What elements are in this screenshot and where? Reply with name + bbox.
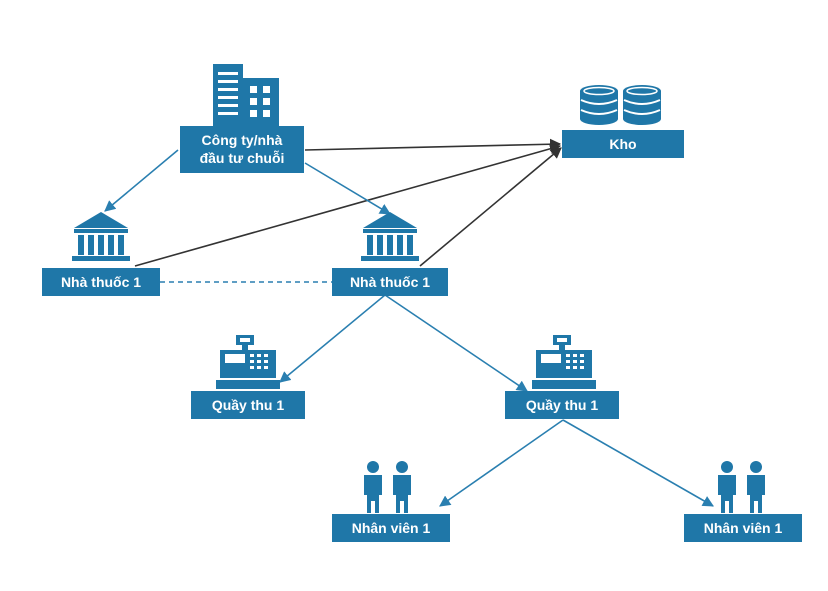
edge-pharmacy-counter-center xyxy=(384,294,528,392)
database-icon xyxy=(580,85,661,125)
people-icon xyxy=(718,461,765,513)
staff-right-label: Nhân viên 1 xyxy=(704,520,783,536)
edge-counter-staff-left xyxy=(439,419,564,507)
pharmacy-center-box xyxy=(332,268,448,296)
pharmacy-left-label: Nhà thuốc 1 xyxy=(61,274,141,290)
node-warehouse: Kho xyxy=(562,85,684,158)
node-counter-center: Quầy thu 1 xyxy=(505,335,619,419)
staff-left-box xyxy=(332,514,450,542)
people-icon xyxy=(364,461,411,513)
node-company: Công ty/nhà đầu tư chuỗi xyxy=(180,64,304,173)
node-pharmacy-center: Nhà thuốc 1 xyxy=(332,212,448,296)
edge-company-warehouse xyxy=(304,138,562,151)
cash-register-icon xyxy=(532,335,596,389)
company-label-line2: đầu tư chuỗi xyxy=(200,150,285,166)
counter-center-box xyxy=(505,391,619,419)
building-icon xyxy=(213,64,279,126)
node-pharmacy-left: Nhà thuốc 1 xyxy=(42,212,160,296)
counter-left-box xyxy=(191,391,305,419)
bank-icon xyxy=(72,212,130,261)
counter-center-label: Quầy thu 1 xyxy=(526,397,599,413)
bank-icon xyxy=(361,212,419,261)
edges xyxy=(104,138,714,507)
company-label-line1: Công ty/nhà xyxy=(202,132,283,148)
edge-pharmacy-center-warehouse xyxy=(419,147,562,267)
warehouse-label: Kho xyxy=(609,136,636,152)
edge-counter-staff-right xyxy=(562,419,714,507)
company-box xyxy=(180,126,304,173)
pharmacy-left-box xyxy=(42,268,160,296)
edge-pharmacy-counter-left xyxy=(279,294,386,383)
warehouse-box xyxy=(562,130,684,158)
pharmacy-center-label: Nhà thuốc 1 xyxy=(350,274,430,290)
staff-right-box xyxy=(684,514,802,542)
node-staff-right: Nhân viên 1 xyxy=(684,461,802,542)
staff-left-label: Nhân viên 1 xyxy=(352,520,431,536)
edge-company-pharmacy-center xyxy=(304,162,391,215)
edge-company-pharmacy-left xyxy=(104,149,179,212)
node-staff-left: Nhân viên 1 xyxy=(332,461,450,542)
cash-register-icon xyxy=(216,335,280,389)
node-counter-left: Quầy thu 1 xyxy=(191,335,305,419)
counter-left-label: Quầy thu 1 xyxy=(212,397,285,413)
edge-pharmacy-left-warehouse xyxy=(134,143,562,267)
